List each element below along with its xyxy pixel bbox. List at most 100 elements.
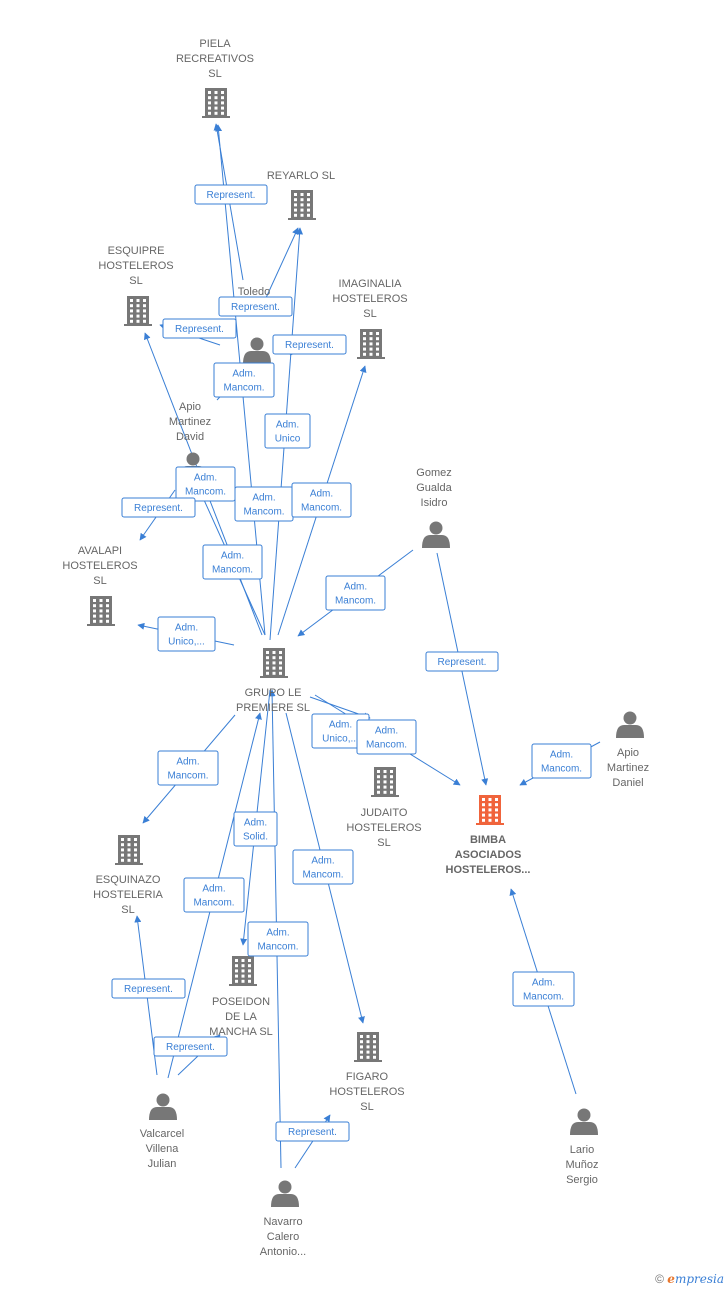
edge-label-text: Solid. (243, 832, 268, 843)
node-label: Toledo (238, 286, 270, 298)
node-label: REYARLO SL (267, 170, 335, 182)
edge-label[interactable]: Adm.Unico,... (157, 616, 216, 652)
edge-label[interactable]: Adm.Mancom. (291, 482, 352, 518)
building-icon (357, 329, 385, 359)
node-label: Martinez (169, 416, 211, 428)
edge-label[interactable]: Represent. (194, 184, 268, 205)
node-label: Julian (148, 1158, 177, 1170)
edge-label-box (512, 971, 575, 1007)
edge-label-text: Adm. (532, 978, 555, 989)
edge-label-text: Adm. (311, 856, 334, 867)
node-label: SL (363, 308, 376, 320)
node-label: HOSTELERIA (93, 889, 163, 901)
edge-label-box (213, 362, 275, 398)
edge-label-text: Represent. (438, 657, 487, 668)
edge-label[interactable]: Adm.Solid. (233, 811, 278, 847)
edge-label-box (264, 413, 311, 449)
edge-label[interactable]: Adm.Mancom. (325, 575, 386, 611)
edge-label[interactable]: Adm.Mancom. (234, 486, 294, 522)
node-label: FIGARO (346, 1071, 389, 1083)
edge-label-text: Mancom. (335, 596, 376, 607)
edge-label[interactable]: Adm.Unico (264, 413, 311, 449)
edge-label[interactable]: Adm.Mancom. (356, 719, 417, 755)
node-label: Isidro (421, 497, 448, 509)
brand-initial: e (667, 1272, 675, 1286)
edge-label[interactable]: Adm.Mancom. (183, 877, 245, 913)
edge-label[interactable]: Adm.Mancom. (247, 921, 309, 957)
edge-label-text: Adm. (252, 493, 275, 504)
node-imaginalia[interactable]: IMAGINALIA HOSTELEROS SL (332, 278, 408, 359)
node-label: SL (208, 68, 221, 80)
building-icon (229, 956, 257, 986)
edge-line (264, 227, 299, 301)
edge-label[interactable]: Represent. (275, 1121, 350, 1142)
edge-label[interactable]: Represent. (162, 318, 237, 339)
edge-label-box (531, 743, 592, 779)
empresia-logo: © empresia (655, 1272, 724, 1286)
edge-label[interactable]: Represent. (111, 978, 186, 999)
edge-label-text: Mancom. (185, 487, 226, 498)
building-icon (115, 835, 143, 865)
edge-label-box (325, 575, 386, 611)
node-label: Muñoz (565, 1159, 598, 1171)
node-label: BIMBA (470, 834, 506, 846)
node-label: HOSTELEROS (98, 260, 173, 272)
person-icon (422, 521, 450, 548)
node-label: GRUPO LE (245, 687, 302, 699)
node-label: David (176, 431, 204, 443)
node-label: Daniel (612, 777, 643, 789)
person-icon (616, 711, 644, 738)
node-label: HOSTELEROS (332, 293, 407, 305)
node-label: Apio (617, 747, 639, 759)
edge-label-text: Adm. (175, 623, 198, 634)
edge-label-text: Represent. (134, 503, 183, 514)
node-label: IMAGINALIA (339, 278, 403, 290)
node-label: Lario (570, 1144, 594, 1156)
edge-label[interactable]: Adm.Mancom. (175, 466, 236, 502)
edge-label-text: Adm. (329, 720, 352, 731)
edge-label-box (272, 334, 347, 355)
node-label: Villena (146, 1143, 180, 1155)
node-label: HOSTELEROS (329, 1086, 404, 1098)
node-navarro[interactable]: NavarroCaleroAntonio... (260, 1180, 306, 1259)
node-label: HOSTELEROS... (446, 864, 531, 876)
edge-label[interactable]: Represent. (425, 651, 499, 672)
edge-label[interactable]: Represent. (121, 497, 196, 518)
edge-label[interactable]: Adm.Mancom. (512, 971, 575, 1007)
edge-label-text: Unico (275, 434, 301, 445)
edge-label-text: Represent. (231, 302, 280, 313)
edge-label[interactable]: Represent. (153, 1036, 228, 1057)
edge-label-text: Mancom. (193, 898, 234, 909)
edge-label-text: Unico,... (322, 734, 359, 745)
edge-label[interactable]: Adm.Mancom. (531, 743, 592, 779)
edge-label-text: Adm. (266, 928, 289, 939)
node-bimba[interactable]: BIMBAASOCIADOSHOSTELEROS... (446, 795, 531, 876)
edge-label-box (291, 482, 352, 518)
building-icon (476, 795, 504, 825)
edge-label[interactable]: Adm.Mancom. (292, 849, 354, 885)
node-label: RECREATIVOS (176, 53, 254, 65)
building-icon (202, 88, 230, 118)
edge-label[interactable]: Adm.Mancom. (157, 750, 219, 786)
node-reyarlo[interactable]: REYARLO SL (267, 170, 335, 220)
edge-label[interactable]: Adm.Mancom. (213, 362, 275, 398)
edge-label[interactable]: Adm.Mancom. (202, 544, 263, 580)
edge-label[interactable]: Represent. (218, 296, 293, 317)
edge-label-box (194, 184, 268, 205)
edge-label[interactable]: Adm. Unico,... (311, 713, 370, 749)
edge-label[interactable]: Represent. (272, 334, 347, 355)
